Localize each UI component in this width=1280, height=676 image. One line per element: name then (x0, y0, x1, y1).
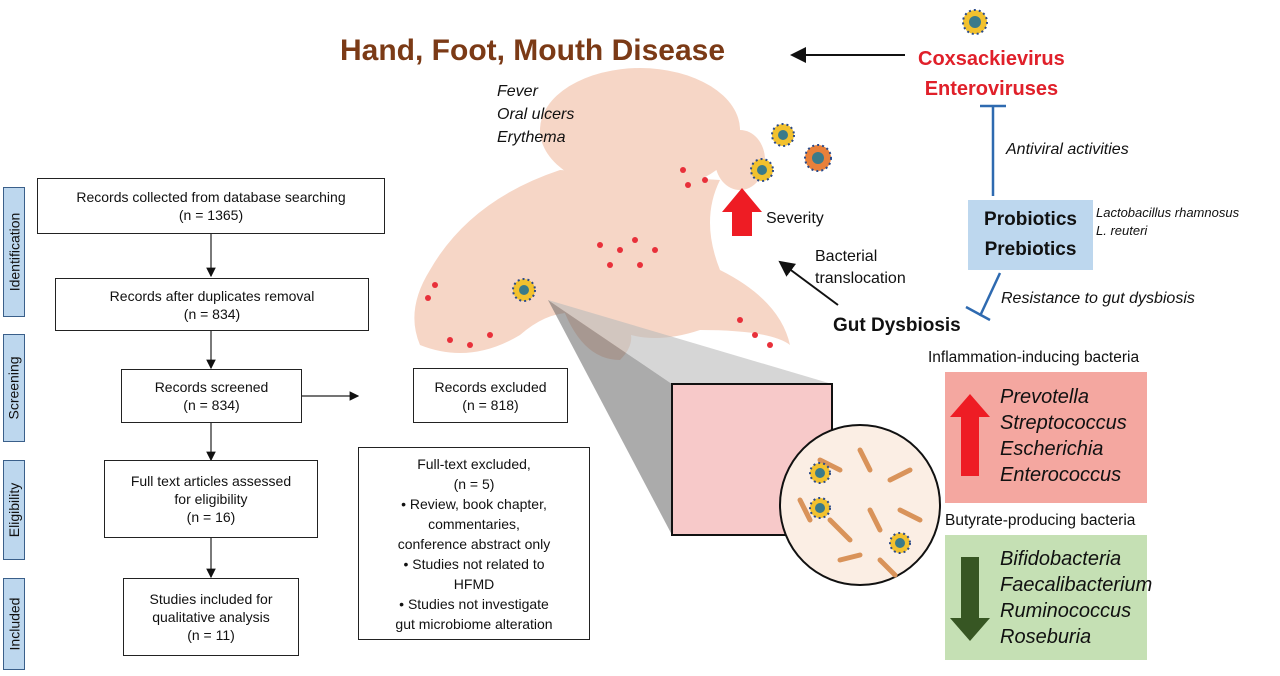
virus-name: Enteroviruses (924, 78, 1059, 100)
exclusion-reason: gut microbiome alteration (395, 615, 553, 632)
probiotics-text: Probiotics (984, 209, 1077, 230)
rash-dots (425, 167, 773, 348)
box-text: for eligibility (174, 491, 248, 507)
box-full-text-excluded: Full-text excluded, (n = 5) • Review, boo… (358, 447, 590, 640)
stage-label: Eligibility (6, 482, 22, 538)
box-text: Full text articles assessed (130, 473, 292, 489)
exclusion-reason: HFMD (453, 575, 495, 592)
decrease-arrow (950, 557, 990, 641)
exclusion-reason: commentaries, (428, 515, 520, 532)
box-count: (n = 11) (187, 627, 235, 643)
genus: Prevotella (1000, 386, 1089, 408)
stage-label: Identification (6, 212, 23, 292)
inflammation-label: Inflammation-inducing bacteria (928, 349, 1140, 366)
box-text: Studies included for (149, 591, 273, 607)
prebiotics-text: Prebiotics (984, 239, 1077, 260)
box-text: qualitative analysis (152, 609, 270, 625)
exclusion-reason: conference abstract only (397, 535, 551, 552)
genus: Ruminococcus (1000, 600, 1132, 622)
gut-dysbiosis-label: Gut Dysbiosis (833, 315, 961, 336)
box-count: (n = 834) (183, 397, 240, 413)
exclusion-reason: • Studies not investigate (399, 595, 549, 612)
increase-arrow (950, 394, 990, 476)
severity-label: Severity (766, 210, 824, 227)
box-text: Records after duplicates removal (109, 287, 315, 304)
box-text: Records screened (154, 379, 269, 395)
box-duplicates-removed: Records after duplicates removal(n = 834… (55, 278, 369, 331)
species: Lactobacillus rhamnosus (1096, 205, 1240, 220)
severity-up-arrow (722, 188, 762, 236)
genus: Streptococcus (1000, 412, 1127, 434)
virus-name: Coxsackievirus (918, 48, 1065, 70)
translocation-text: Bacterial (815, 248, 878, 265)
symptom: Fever (497, 83, 538, 100)
stage-eligibility: Eligibility (3, 460, 25, 560)
genus: Roseburia (1000, 626, 1092, 648)
box-count: (n = 1365) (178, 207, 244, 223)
stage-included: Included (3, 578, 25, 670)
genus: Bifidobacteria (1000, 548, 1122, 570)
exclusion-reason: • Review, book chapter, (401, 495, 547, 512)
box-count: (n = 818) (462, 396, 519, 413)
stage-screening: Screening (3, 334, 25, 442)
page-title: Hand, Foot, Mouth Disease (340, 34, 726, 67)
box-studies-included: Studies included for qualitative analysis… (123, 578, 299, 656)
box-text: Full-text excluded, (417, 455, 531, 472)
box-text: Records collected from database searchin… (76, 189, 346, 205)
stage-label: Included (6, 597, 22, 651)
translocation-label: Bacterial translocation (815, 246, 906, 290)
box-records-screened: Records screened (n = 834) (121, 369, 302, 423)
box-count: (n = 5) (453, 475, 495, 492)
genus: Enterococcus (1000, 464, 1122, 486)
symptom: Oral ulcers (497, 106, 575, 123)
stage-identification: Identification (3, 187, 25, 317)
genus: Faecalibacterium (1000, 574, 1153, 596)
symptom: Erythema (497, 129, 566, 146)
exclusion-reason: • Studies not related to (403, 555, 545, 572)
box-full-text-assessed: Full text articles assessed for eligibili… (104, 460, 318, 538)
probiotic-species: Lactobacillus rhamnosus L. reuteri (1096, 204, 1239, 240)
box-count: (n = 16) (186, 509, 236, 525)
translocation-text: translocation (815, 270, 906, 287)
inhibition-lines (965, 104, 1006, 322)
box-text: Records excluded (434, 378, 547, 395)
species: L. reuteri (1096, 223, 1148, 238)
genus: Escherichia (1000, 438, 1104, 460)
box-records-collected: Records collected from database searchin… (37, 178, 385, 234)
butyrate-label: Butyrate-producing bacteria (945, 512, 1136, 529)
antiviral-label: Antiviral activities (1006, 141, 1129, 158)
box-records-excluded: Records excluded(n = 818) (413, 368, 568, 423)
box-count: (n = 834) (183, 305, 241, 322)
virus-icons (512, 9, 988, 554)
resistance-label: Resistance to gut dysbiosis (1001, 290, 1195, 307)
stage-label: Screening (6, 356, 23, 420)
